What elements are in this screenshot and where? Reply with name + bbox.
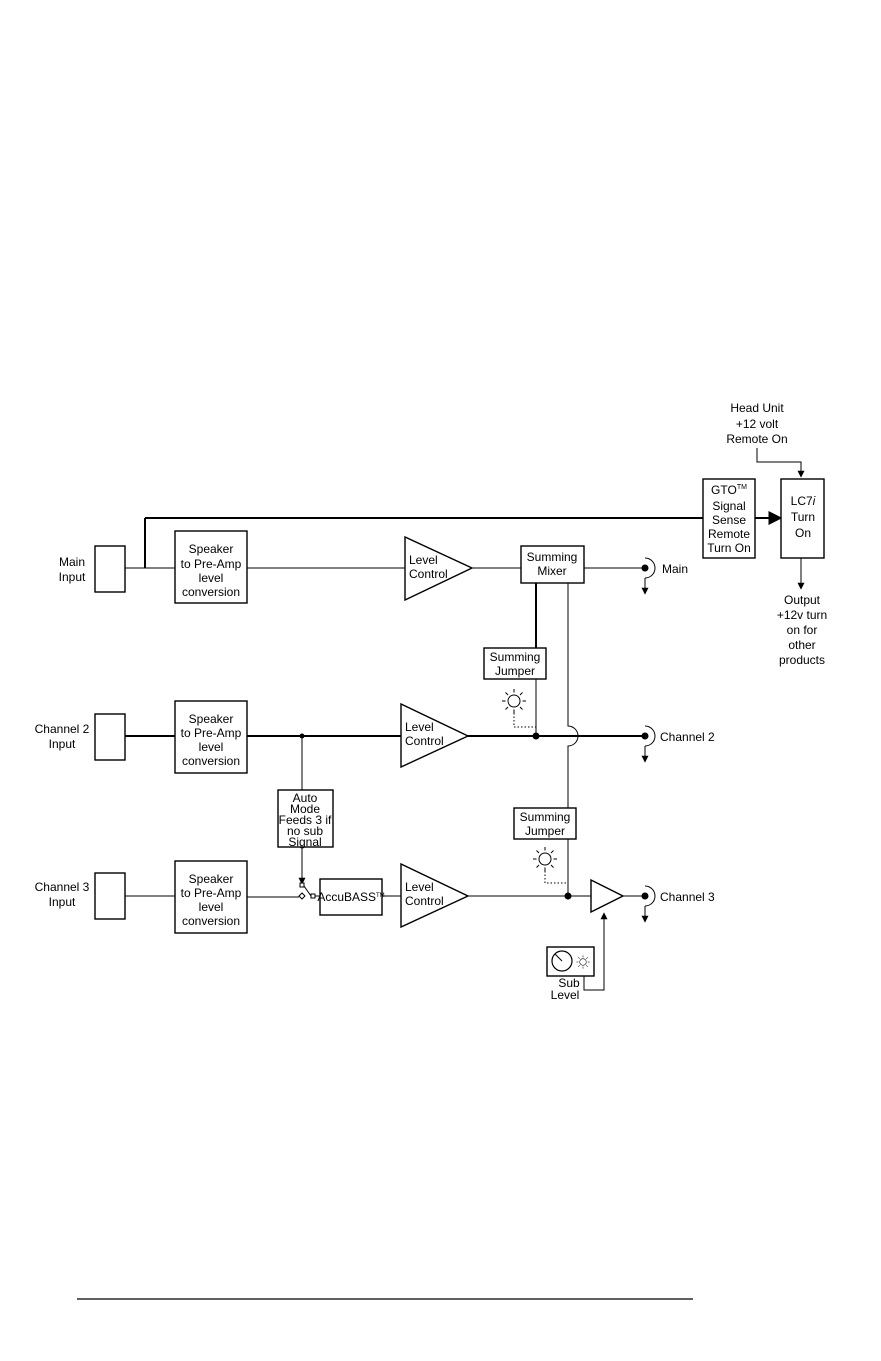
svg-text:+12v turn: +12v turn bbox=[777, 608, 827, 622]
lc7i-turn-on-box: LC7i Turn On bbox=[780, 478, 825, 559]
svg-text:to Pre-Amp: to Pre-Amp bbox=[181, 726, 242, 740]
svg-text:Head Unit: Head Unit bbox=[730, 401, 784, 415]
sub-level-amplifier bbox=[590, 878, 625, 914]
svg-text:Level: Level bbox=[409, 553, 438, 567]
svg-text:Sub: Sub bbox=[558, 976, 580, 990]
ch2-speaker-conversion-box: Speaker to Pre-Amp level conversion bbox=[174, 700, 248, 774]
svg-text:Output: Output bbox=[784, 593, 821, 607]
svg-text:Control: Control bbox=[405, 734, 444, 748]
svg-text:+12 volt: +12 volt bbox=[736, 417, 779, 431]
svg-text:Channel 2: Channel 2 bbox=[660, 730, 715, 744]
svg-text:Signal: Signal bbox=[712, 499, 745, 513]
svg-text:Turn On: Turn On bbox=[707, 541, 751, 555]
svg-text:Turn: Turn bbox=[791, 510, 815, 524]
ch3-level-control: Level Control bbox=[400, 862, 470, 929]
svg-text:conversion: conversion bbox=[182, 585, 240, 599]
svg-text:level: level bbox=[199, 571, 224, 585]
svg-text:to Pre-Amp: to Pre-Amp bbox=[181, 886, 242, 900]
svg-text:GTOTM: GTOTM bbox=[711, 483, 747, 497]
output-note: Output +12v turn on for other products bbox=[777, 593, 827, 667]
svg-text:products: products bbox=[779, 653, 825, 667]
svg-text:Mixer: Mixer bbox=[537, 564, 566, 578]
svg-text:to Pre-Amp: to Pre-Amp bbox=[181, 557, 242, 571]
svg-text:Level: Level bbox=[405, 880, 434, 894]
svg-text:Channel 3: Channel 3 bbox=[660, 890, 715, 904]
svg-text:On: On bbox=[795, 526, 811, 540]
svg-text:Jumper: Jumper bbox=[495, 664, 535, 678]
summing-jumper-ch3: Summing Jumper bbox=[513, 807, 577, 840]
ch3-speaker-conversion-box: Speaker to Pre-Amp level conversion bbox=[174, 860, 248, 934]
svg-text:LC7i: LC7i bbox=[791, 494, 816, 508]
auto-mode-box: Auto Mode Feeds 3 if no sub Signal bbox=[277, 789, 334, 849]
svg-text:other: other bbox=[788, 638, 815, 652]
svg-text:Summing: Summing bbox=[490, 650, 541, 664]
ch3-sum-node bbox=[564, 892, 572, 900]
svg-text:Level: Level bbox=[405, 720, 434, 734]
svg-text:Input: Input bbox=[49, 737, 76, 751]
auto-mode-switch bbox=[298, 882, 316, 900]
ch2-level-control: Level Control bbox=[400, 702, 470, 769]
summing-jumper-ch2: Summing Jumper bbox=[483, 647, 547, 680]
svg-text:Speaker: Speaker bbox=[189, 872, 234, 886]
svg-text:Main: Main bbox=[59, 555, 85, 569]
svg-text:Level: Level bbox=[551, 988, 580, 1002]
gto-signal-sense-box: GTOTM Signal Sense Remote Turn On bbox=[702, 478, 756, 559]
svg-text:Remote: Remote bbox=[708, 527, 750, 541]
accubass-box: AccuBASSTM bbox=[317, 878, 385, 916]
main-input: Main Input bbox=[59, 545, 126, 593]
head-unit-label: Head Unit +12 volt Remote On bbox=[726, 401, 787, 446]
main-speaker-conversion-box: Speaker to Pre-Amp level conversion bbox=[174, 530, 248, 604]
svg-text:Speaker: Speaker bbox=[189, 712, 234, 726]
svg-text:conversion: conversion bbox=[182, 914, 240, 928]
main-level-control: Level Control bbox=[404, 535, 474, 602]
svg-text:Auto: Auto bbox=[293, 791, 318, 805]
svg-text:Summing: Summing bbox=[520, 810, 571, 824]
svg-text:no sub: no sub bbox=[287, 824, 323, 838]
svg-text:Main: Main bbox=[662, 562, 688, 576]
svg-text:level: level bbox=[199, 740, 224, 754]
svg-text:on for: on for bbox=[787, 623, 818, 637]
svg-text:Mode: Mode bbox=[290, 802, 320, 816]
svg-text:Control: Control bbox=[409, 567, 448, 581]
mixer-ch3-tap bbox=[567, 583, 579, 808]
svg-text:Input: Input bbox=[49, 895, 76, 909]
ch2-output-jack: Channel 2 bbox=[641, 725, 715, 763]
channel2-input: Channel 2 Input bbox=[35, 713, 126, 761]
jumper-ch3-led-icon bbox=[532, 846, 558, 872]
svg-text:conversion: conversion bbox=[182, 754, 240, 768]
svg-text:Signal: Signal bbox=[288, 835, 321, 849]
svg-text:Control: Control bbox=[405, 894, 444, 908]
svg-text:Channel 3: Channel 3 bbox=[35, 880, 90, 894]
svg-text:Speaker: Speaker bbox=[189, 542, 234, 556]
remote-on-wire bbox=[756, 448, 805, 478]
main-output-jack: Main bbox=[641, 557, 688, 595]
svg-text:level: level bbox=[199, 900, 224, 914]
channel3-input: Channel 3 Input bbox=[35, 872, 126, 920]
summing-mixer-box: Summing Mixer bbox=[520, 545, 585, 584]
ch2-sum-node bbox=[532, 732, 540, 740]
svg-text:Sense: Sense bbox=[712, 513, 746, 527]
svg-text:Jumper: Jumper bbox=[525, 824, 565, 838]
ch3-output-jack: Channel 3 bbox=[641, 885, 715, 923]
svg-text:Summing: Summing bbox=[527, 550, 578, 564]
jumper-led-indicator-line bbox=[513, 713, 536, 728]
jumper-ch3-indicator-line bbox=[544, 871, 568, 884]
svg-text:Input: Input bbox=[59, 570, 86, 584]
jumper-led-icon bbox=[501, 688, 527, 714]
sub-level-control: Sub Level bbox=[546, 946, 595, 1002]
svg-text:AccuBASSTM: AccuBASSTM bbox=[317, 890, 384, 904]
sub-level-wire bbox=[583, 912, 608, 991]
svg-text:Remote On: Remote On bbox=[726, 432, 787, 446]
svg-text:Channel 2: Channel 2 bbox=[35, 722, 90, 736]
svg-text:Feeds 3 if: Feeds 3 if bbox=[279, 813, 332, 827]
